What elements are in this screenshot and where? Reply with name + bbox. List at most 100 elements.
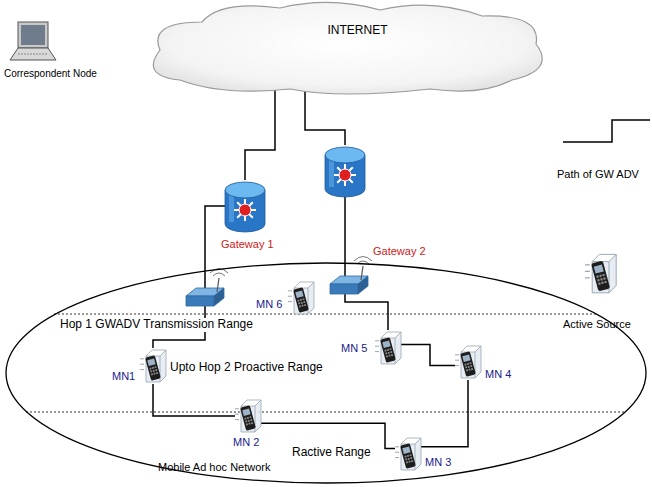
laptop-keyboard xyxy=(10,48,56,60)
phone-key xyxy=(404,455,406,457)
gw-adv-path xyxy=(245,87,275,180)
phone-key xyxy=(471,368,473,370)
laptop-keys xyxy=(18,54,48,55)
phone-key xyxy=(384,349,386,351)
phone-key xyxy=(155,369,157,371)
motion-lines xyxy=(395,447,399,458)
phone-key xyxy=(303,301,305,303)
phone-key xyxy=(150,370,152,372)
router-top xyxy=(325,147,365,163)
node-shape xyxy=(455,344,481,380)
glass-edge xyxy=(401,438,421,470)
cloud-shape xyxy=(153,2,542,94)
laptop-screen xyxy=(21,25,45,45)
router-star xyxy=(339,169,351,181)
phone xyxy=(400,443,416,469)
phone-key xyxy=(154,366,156,368)
range-label: Upto Hop 2 Proactive Range xyxy=(168,361,325,375)
phone-body xyxy=(293,287,309,313)
access-point-side xyxy=(214,288,224,306)
phone-key xyxy=(597,279,600,282)
network-ellipse xyxy=(6,263,646,483)
glass-edge xyxy=(381,332,401,364)
phone-screen xyxy=(242,408,250,416)
phone-key xyxy=(251,422,253,424)
gw-adv-path xyxy=(305,87,345,145)
node-shape xyxy=(375,330,401,366)
node-label: INTERNET xyxy=(140,24,575,38)
phone xyxy=(460,351,476,377)
glass-edge xyxy=(146,350,166,382)
phone-key xyxy=(405,458,407,460)
node-shape xyxy=(10,22,56,62)
mobile-node: MN 5 xyxy=(375,330,401,366)
phone-screen xyxy=(295,290,303,298)
phone-screen xyxy=(594,264,604,273)
phone-key xyxy=(250,419,252,421)
range-boundary xyxy=(26,412,626,413)
glass-box xyxy=(146,350,166,382)
node-shape xyxy=(325,145,365,197)
gw-adv-path xyxy=(401,344,455,365)
phone-key xyxy=(406,461,408,463)
phone-key xyxy=(385,352,387,354)
phone-key xyxy=(389,348,391,350)
node-shape xyxy=(395,436,421,472)
mobile-node: MN 2 xyxy=(235,398,261,434)
legend-text: Path of GW ADV xyxy=(557,168,639,181)
phone-key xyxy=(388,352,390,354)
phone-key xyxy=(470,365,472,367)
phone xyxy=(380,337,396,363)
gateway-router: Gateway 1 xyxy=(225,180,265,232)
glass-box xyxy=(241,400,261,432)
phone-key xyxy=(245,420,247,422)
phone-key xyxy=(387,349,389,351)
legend-active-source-icon xyxy=(585,254,616,292)
phone-screen xyxy=(462,354,470,362)
phone-key xyxy=(604,281,607,284)
phone-screen xyxy=(382,340,390,348)
phone-key xyxy=(153,373,155,375)
node-shape xyxy=(225,180,265,232)
access-point xyxy=(330,257,372,295)
phone-key xyxy=(386,355,388,357)
phone-key xyxy=(391,354,393,356)
node-label: Gateway 1 xyxy=(221,238,274,251)
laptop-screen-frame xyxy=(18,22,48,48)
phone-key xyxy=(468,369,470,371)
phone-key xyxy=(390,351,392,353)
phone-key xyxy=(248,420,250,422)
phone-key xyxy=(156,372,158,374)
phone-body xyxy=(240,405,256,431)
node-label: Correspondent Node xyxy=(4,68,97,80)
node-label: MN 6 xyxy=(256,298,282,311)
phone-key xyxy=(302,298,304,300)
router-star xyxy=(239,204,251,216)
phone-key xyxy=(301,305,303,307)
phone-key xyxy=(465,366,467,368)
motion-lines xyxy=(585,265,590,278)
phone-key xyxy=(248,423,250,425)
node-shape xyxy=(140,0,575,95)
phone-screen xyxy=(147,358,155,366)
phone-key xyxy=(600,278,603,281)
mobile-node: MN1 xyxy=(140,348,166,384)
phone-key xyxy=(596,275,599,278)
phone xyxy=(591,261,610,292)
phone-body xyxy=(380,337,396,363)
phone xyxy=(145,355,161,381)
phone-key xyxy=(409,454,411,456)
node-label: MN1 xyxy=(112,370,135,383)
phone-key xyxy=(298,302,300,304)
node-label: Gateway 2 xyxy=(373,245,426,258)
phone-key xyxy=(466,369,468,371)
phone-body xyxy=(400,443,416,469)
mobile-node: MN 6 xyxy=(288,280,314,316)
gw-adv-path xyxy=(153,384,235,416)
phone-key xyxy=(301,302,303,304)
phone-key xyxy=(410,457,412,459)
phone-key xyxy=(408,461,410,463)
correspondent-node: Correspondent Node xyxy=(10,22,56,62)
node-label: MN 4 xyxy=(485,368,511,381)
